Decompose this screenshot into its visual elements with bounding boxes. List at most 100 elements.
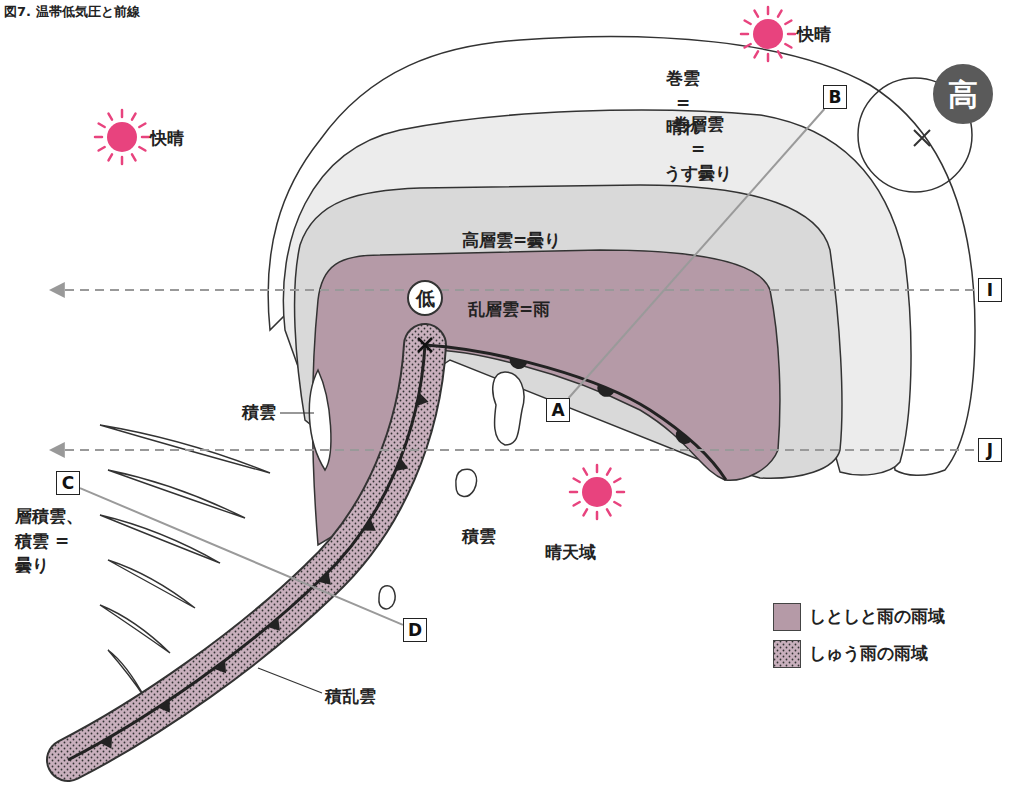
sun-ray xyxy=(614,502,620,506)
cold-front-triangle xyxy=(214,660,226,673)
point-letter-box: D xyxy=(403,618,427,642)
sun-ray xyxy=(785,44,791,48)
sun-ray xyxy=(745,21,751,25)
point-letter-box: B xyxy=(823,85,847,109)
high-center-mark xyxy=(914,130,930,146)
warm-front-semicircle xyxy=(510,358,528,369)
sun-ray xyxy=(584,509,588,515)
sun-ray xyxy=(95,136,102,139)
cloud-weather-label: 層積雲、 積雲 =曇り xyxy=(15,504,83,578)
cloud-weather-label: 積雲 xyxy=(462,524,496,549)
shower-rain-area xyxy=(68,345,425,760)
sun-ray xyxy=(778,11,782,17)
sun-ray xyxy=(574,502,580,506)
legend-text: しゅう雨の雨域 xyxy=(809,642,928,665)
sun-ray xyxy=(142,136,149,139)
legend-swatch xyxy=(773,603,801,631)
section-letter-box: I xyxy=(978,278,1002,302)
sun-ray xyxy=(121,157,124,164)
warm-front-semicircle xyxy=(597,384,614,396)
cloud-weather-label: 積乱雲 xyxy=(325,684,376,709)
sun-ray xyxy=(584,469,588,475)
sun-ray xyxy=(617,491,624,494)
shower-band-edge xyxy=(68,345,425,760)
cold-front-triangle xyxy=(363,519,376,531)
sun-ray xyxy=(785,21,791,25)
cold-front-triangle xyxy=(395,458,408,471)
sun-disc xyxy=(107,122,137,152)
sun-ray xyxy=(614,479,620,483)
stratocumulus-streak xyxy=(108,470,245,518)
front-symbols xyxy=(100,358,692,749)
cumulus-cloud xyxy=(379,586,395,609)
sun-ray xyxy=(596,465,599,472)
sun-ray xyxy=(607,509,611,515)
section-arrow xyxy=(52,449,974,451)
cold-front-triangle xyxy=(416,393,428,407)
sun-ray xyxy=(139,124,145,128)
diagram-title: 図7. 温帯低気圧と前線 xyxy=(4,3,140,21)
sun-icon xyxy=(95,110,149,164)
section-arrow xyxy=(52,289,974,291)
node-text: 高 xyxy=(948,78,978,111)
cloud-weather-label: 快晴 xyxy=(150,126,184,151)
point-letter-box: C xyxy=(56,471,80,495)
sun-ray xyxy=(741,33,748,36)
warm-front-line xyxy=(425,345,726,480)
sun-ray xyxy=(99,124,105,128)
sun-ray xyxy=(99,147,105,151)
cold-front-triangle xyxy=(100,736,112,749)
legend-text: しとしと雨の雨域 xyxy=(809,605,945,628)
cloud-weather-label: 巻層雲 =うす曇り xyxy=(664,112,732,186)
node-text: A xyxy=(551,401,564,420)
low-center-mark xyxy=(418,338,432,352)
cloud-weather-label: 高層雲=曇り xyxy=(462,228,561,253)
sun-ray xyxy=(745,44,751,48)
legend-pattern-swatch xyxy=(773,640,801,668)
node-text: D xyxy=(408,621,422,640)
section-line xyxy=(80,488,403,625)
sun-ray xyxy=(778,51,782,57)
legend-pattern xyxy=(774,640,801,667)
cloud-weather-label: 快晴 xyxy=(797,22,831,47)
cloud-weather-label: 乱層雲=雨 xyxy=(468,297,550,322)
stratocumulus-streak xyxy=(100,605,170,653)
sun-ray xyxy=(755,51,759,57)
sun-ray xyxy=(788,33,795,36)
sun-ray xyxy=(767,7,770,14)
leader-line xyxy=(258,668,322,693)
cold-front-line xyxy=(68,345,425,760)
cumulus-cloud xyxy=(493,372,524,445)
sun-ray xyxy=(574,479,580,483)
section-line xyxy=(569,109,825,398)
sun-ray xyxy=(132,154,136,160)
node-text: J xyxy=(987,441,993,460)
sun-ray xyxy=(139,147,145,151)
sun-ray xyxy=(132,114,136,120)
cold-front-triangle xyxy=(268,618,280,631)
sun-ray xyxy=(570,491,577,494)
sun-ray xyxy=(607,469,611,475)
sun-ray xyxy=(596,512,599,519)
sun-icon xyxy=(570,465,624,519)
stratocumulus-streak xyxy=(108,560,195,608)
node-text: 低 xyxy=(416,288,435,309)
cumulus-cloud xyxy=(309,370,331,470)
node-text: C xyxy=(62,474,74,493)
cold-front-triangle xyxy=(318,572,331,585)
high-pressure-mark: 高 xyxy=(933,64,993,124)
warm-front-semicircle xyxy=(676,429,692,444)
sun-icon xyxy=(741,7,795,61)
sun-ray xyxy=(109,154,113,160)
legend-row: しゅう雨の雨域 xyxy=(773,635,945,672)
section-letter-box: J xyxy=(978,438,1002,462)
cumulus-cloud xyxy=(456,469,477,496)
cloud-weather-label: 晴天域 xyxy=(545,540,596,565)
sun-ray xyxy=(109,114,113,120)
legend: しとしと雨の雨域しゅう雨の雨域 xyxy=(773,598,945,672)
leader-line xyxy=(280,412,314,413)
node-text: B xyxy=(829,88,842,107)
